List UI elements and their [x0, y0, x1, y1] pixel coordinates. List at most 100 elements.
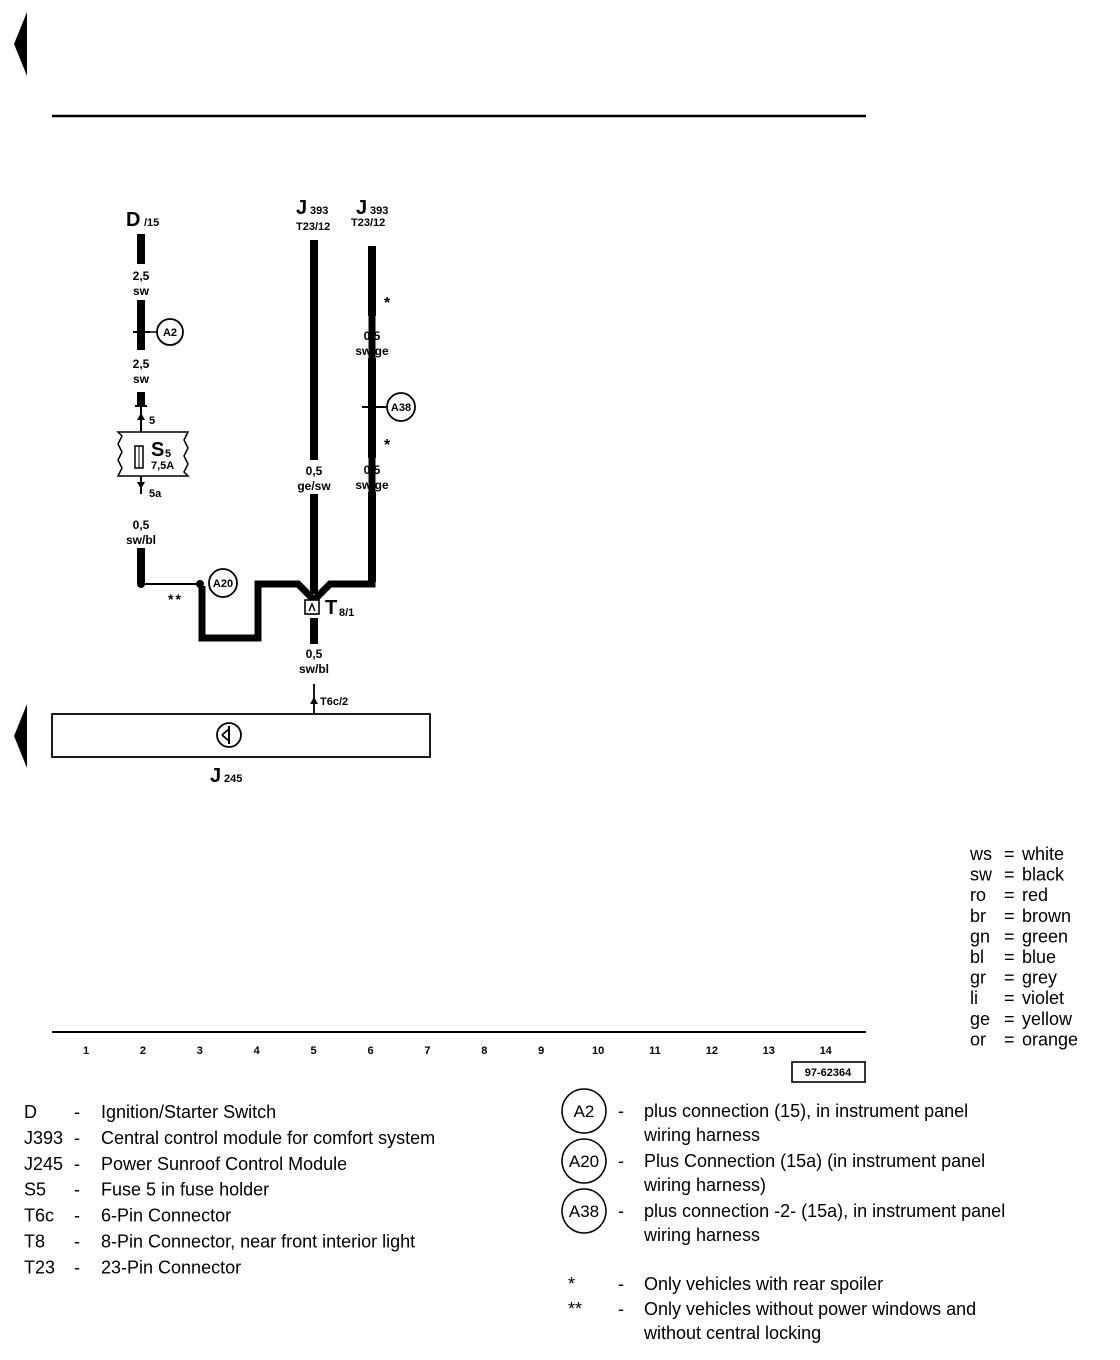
wire-segment [310, 494, 318, 594]
legend-dash: - [74, 1232, 80, 1252]
legend-dash: - [618, 1101, 624, 1121]
pin-arrow-icon [137, 482, 145, 489]
fuse-pin-out: 5a [149, 488, 162, 500]
wire-segment [137, 300, 145, 350]
color-name: brown [1022, 906, 1071, 926]
component-D-name: D [126, 209, 140, 231]
wire-segment [137, 234, 145, 264]
color-code-key: ws=whitesw=blackro=redbr=browngn=greenbl… [969, 844, 1078, 1049]
legend-desc: Ignition/Starter Switch [101, 1102, 276, 1122]
color-name: blue [1022, 947, 1056, 967]
page-continue-arrow-top [14, 12, 27, 76]
legend-dash: - [74, 1257, 80, 1277]
color-equals: = [1004, 885, 1015, 905]
grid-number: 14 [820, 1045, 833, 1057]
legend-desc: wiring harness [643, 1225, 760, 1245]
grid-number: 1 [83, 1045, 89, 1057]
star-marker: * [384, 437, 391, 454]
color-code: sw [970, 865, 993, 885]
component-J393-b-pin: T23/12 [351, 217, 385, 229]
grid-number: 7 [424, 1045, 430, 1057]
legend-code: T8 [24, 1232, 45, 1252]
legend-code: T6c [24, 1206, 54, 1226]
color-code: gn [970, 926, 990, 946]
legend-desc: Power Sunroof Control Module [101, 1154, 347, 1174]
color-code: or [970, 1029, 986, 1049]
grid-number: 3 [197, 1045, 203, 1057]
color-name: yellow [1022, 1009, 1073, 1029]
wire-size: 0,5 [133, 518, 150, 532]
component-J393-a-label: J 393 T23/12 [296, 197, 330, 233]
legend-desc: plus connection -2- (15a), in instrument… [644, 1201, 1005, 1221]
fuse-S5: S 5 7,5A [116, 431, 190, 477]
fuse-rating: 7,5A [151, 460, 174, 472]
legend-dash: - [618, 1151, 624, 1171]
color-code: ge [970, 1009, 990, 1029]
connector-T6c-pin: T6c/2 [320, 696, 348, 708]
color-name: red [1022, 885, 1048, 905]
legend-connection-code: A38 [569, 1202, 599, 1221]
legend-code: D [24, 1102, 37, 1122]
grid-number: 12 [706, 1045, 718, 1057]
legend-dash: - [74, 1128, 80, 1148]
color-equals: = [1004, 1009, 1015, 1029]
connector-icon [304, 599, 320, 615]
color-equals: = [1004, 865, 1015, 885]
legend-code: J393 [24, 1128, 63, 1148]
color-code: li [970, 988, 978, 1008]
module-J245-name: J [210, 765, 221, 787]
component-J393-a-num: 393 [310, 205, 328, 217]
color-name: green [1022, 926, 1068, 946]
connection-A2-label: A2 [163, 327, 177, 339]
color-name: grey [1022, 968, 1057, 988]
legend-desc: 23-Pin Connector [101, 1257, 241, 1277]
color-name: white [1021, 844, 1064, 864]
page-continue-arrow-bottom [14, 704, 27, 768]
legend-connection-circle [561, 1088, 607, 1134]
legend-dash: - [618, 1201, 624, 1221]
grid-number: 6 [367, 1045, 373, 1057]
grid-number: 8 [481, 1045, 487, 1057]
wire-size: 2,5 [133, 357, 150, 371]
legend-desc: wiring harness [643, 1125, 760, 1145]
fuse-pin-in: 5 [149, 415, 155, 427]
grid-number: 2 [140, 1045, 146, 1057]
diagram-id-box: 97-62364 [791, 1061, 866, 1083]
note-desc: Only vehicles without power windows and [644, 1299, 976, 1319]
grid-number: 4 [254, 1045, 261, 1057]
legend-connection-code: A2 [574, 1102, 595, 1121]
color-equals: = [1004, 906, 1015, 926]
legend-dash: - [74, 1102, 80, 1122]
component-J393-b-num: 393 [370, 205, 388, 217]
color-code: br [970, 906, 986, 926]
legend-desc: plus connection (15), in instrument pane… [644, 1101, 968, 1121]
legend-code: J245 [24, 1154, 63, 1174]
connector-T8: T 8/1 [304, 597, 354, 619]
connector-T8-name: T [325, 597, 337, 619]
wire-thick-A20-to-T8 [198, 246, 376, 642]
legend-dash: - [618, 1274, 624, 1294]
grid-number: 9 [538, 1045, 544, 1057]
wire-color: sw [133, 372, 150, 386]
color-equals: = [1004, 926, 1015, 946]
legend-dash: - [74, 1206, 80, 1226]
note-symbol: ** [568, 1299, 582, 1319]
grid-number: 10 [592, 1045, 604, 1057]
wire-size: 0,5 [306, 647, 323, 661]
connection-A38-label: A38 [391, 402, 411, 414]
star-marker: * [384, 295, 391, 312]
note-symbol: * [568, 1274, 575, 1294]
color-name: black [1022, 865, 1065, 885]
legend-notes: *-Only vehicles with rear spoiler**-Only… [568, 1274, 976, 1343]
wire-size: 0,5 [364, 463, 381, 477]
double-star-marker: ** [168, 591, 183, 607]
module-J245-num: 245 [224, 773, 242, 785]
wire-size: 0,5 [364, 329, 381, 343]
component-J393-a-name: J [296, 197, 307, 219]
component-J393-b-label: J 393 T23/12 [351, 197, 388, 229]
legend-desc: Central control module for comfort syste… [101, 1128, 435, 1148]
connection-A20: A20 [208, 568, 238, 598]
